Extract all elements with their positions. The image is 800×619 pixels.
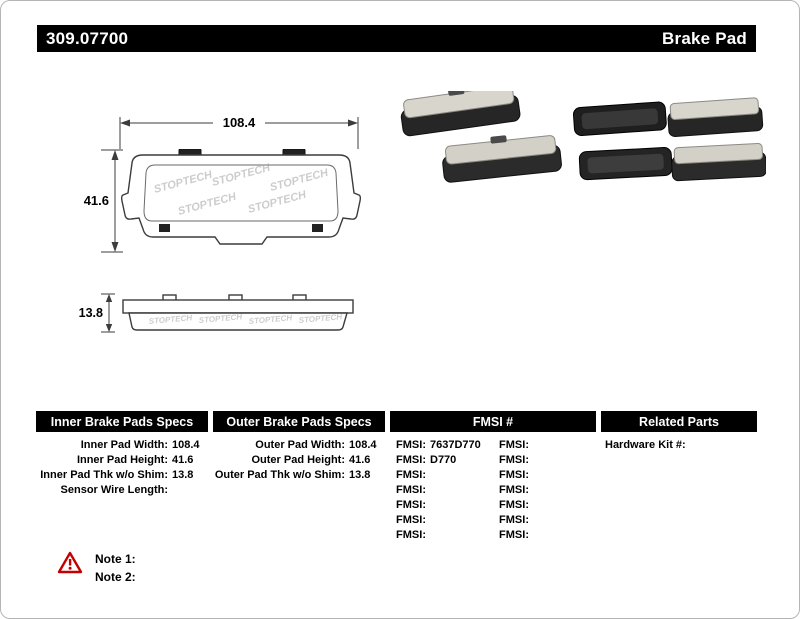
brake-pad-photo-pair [400, 91, 562, 183]
table-row: Hardware Kit #: [605, 438, 686, 451]
inner-specs-table: Inner Pad Width: 108.4 Inner Pad Height:… [36, 437, 236, 497]
table-row: FMSI:D770 FMSI: [396, 453, 529, 466]
brake-pad-photo-set [572, 97, 766, 182]
table-row: FMSI:7637D770 FMSI: [396, 438, 529, 451]
inner-specs-header: Inner Brake Pads Specs [36, 411, 208, 432]
width-dim-label: 108.4 [223, 115, 256, 130]
svg-text:STOPTECH: STOPTECH [148, 313, 192, 326]
table-row: FMSI: FMSI: [396, 468, 529, 481]
product-type-title: Brake Pad [662, 28, 747, 48]
fmsi-header: FMSI # [390, 411, 596, 432]
height-dimension: 41.6 [84, 149, 123, 253]
table-row: Outer Pad Thk w/o Shim: 13.8 [214, 468, 371, 481]
svg-text:STOPTECH: STOPTECH [198, 312, 242, 325]
brake-pad-side-drawing: STOPTECH STOPTECH STOPTECH STOPTECH [122, 294, 354, 331]
width-dimension: 108.4 [119, 114, 359, 149]
table-row: FMSI: FMSI: [396, 483, 529, 496]
thickness-dimension: 13.8 [79, 293, 115, 333]
part-number: 309.07700 [46, 28, 129, 48]
svg-text:STOPTECH: STOPTECH [298, 312, 342, 325]
table-row: Sensor Wire Length: [60, 483, 168, 496]
related-parts-table: Hardware Kit #: [605, 437, 757, 452]
table-row: Outer Pad Width: 108.4 [255, 438, 377, 451]
table-row: Outer Pad Height: 41.6 [251, 453, 371, 466]
table-row: Inner Pad Thk w/o Shim: 13.8 [40, 468, 194, 481]
height-dim-label: 41.6 [84, 193, 109, 208]
svg-text:STOPTECH: STOPTECH [248, 313, 292, 326]
table-row: Inner Pad Height: 41.6 [76, 453, 194, 466]
related-parts-header: Related Parts [601, 411, 757, 432]
table-row: Inner Pad Width: 108.4 [80, 438, 200, 451]
table-row: FMSI: FMSI: [396, 528, 529, 541]
thickness-dim-label: 13.8 [79, 306, 103, 320]
fmsi-table: FMSI:7637D770 FMSI: FMSI:D770 FMSI: FMSI… [390, 437, 596, 542]
stoptech-watermarks-side: STOPTECH STOPTECH STOPTECH STOPTECH [148, 312, 342, 326]
note-1: Note 1: [95, 552, 136, 566]
title-bar: 309.07700 Brake Pad [37, 25, 756, 52]
warning-icon [57, 551, 83, 574]
outer-specs-table: Outer Pad Width: 108.4 Outer Pad Height:… [213, 437, 413, 482]
brake-pad-front-drawing: STOPTECH STOPTECH STOPTECH STOPTECH STOP… [121, 149, 361, 245]
outer-specs-header: Outer Brake Pads Specs [213, 411, 385, 432]
note-2: Note 2: [95, 570, 136, 584]
table-row: FMSI: FMSI: [396, 513, 529, 526]
table-row: FMSI: FMSI: [396, 498, 529, 511]
